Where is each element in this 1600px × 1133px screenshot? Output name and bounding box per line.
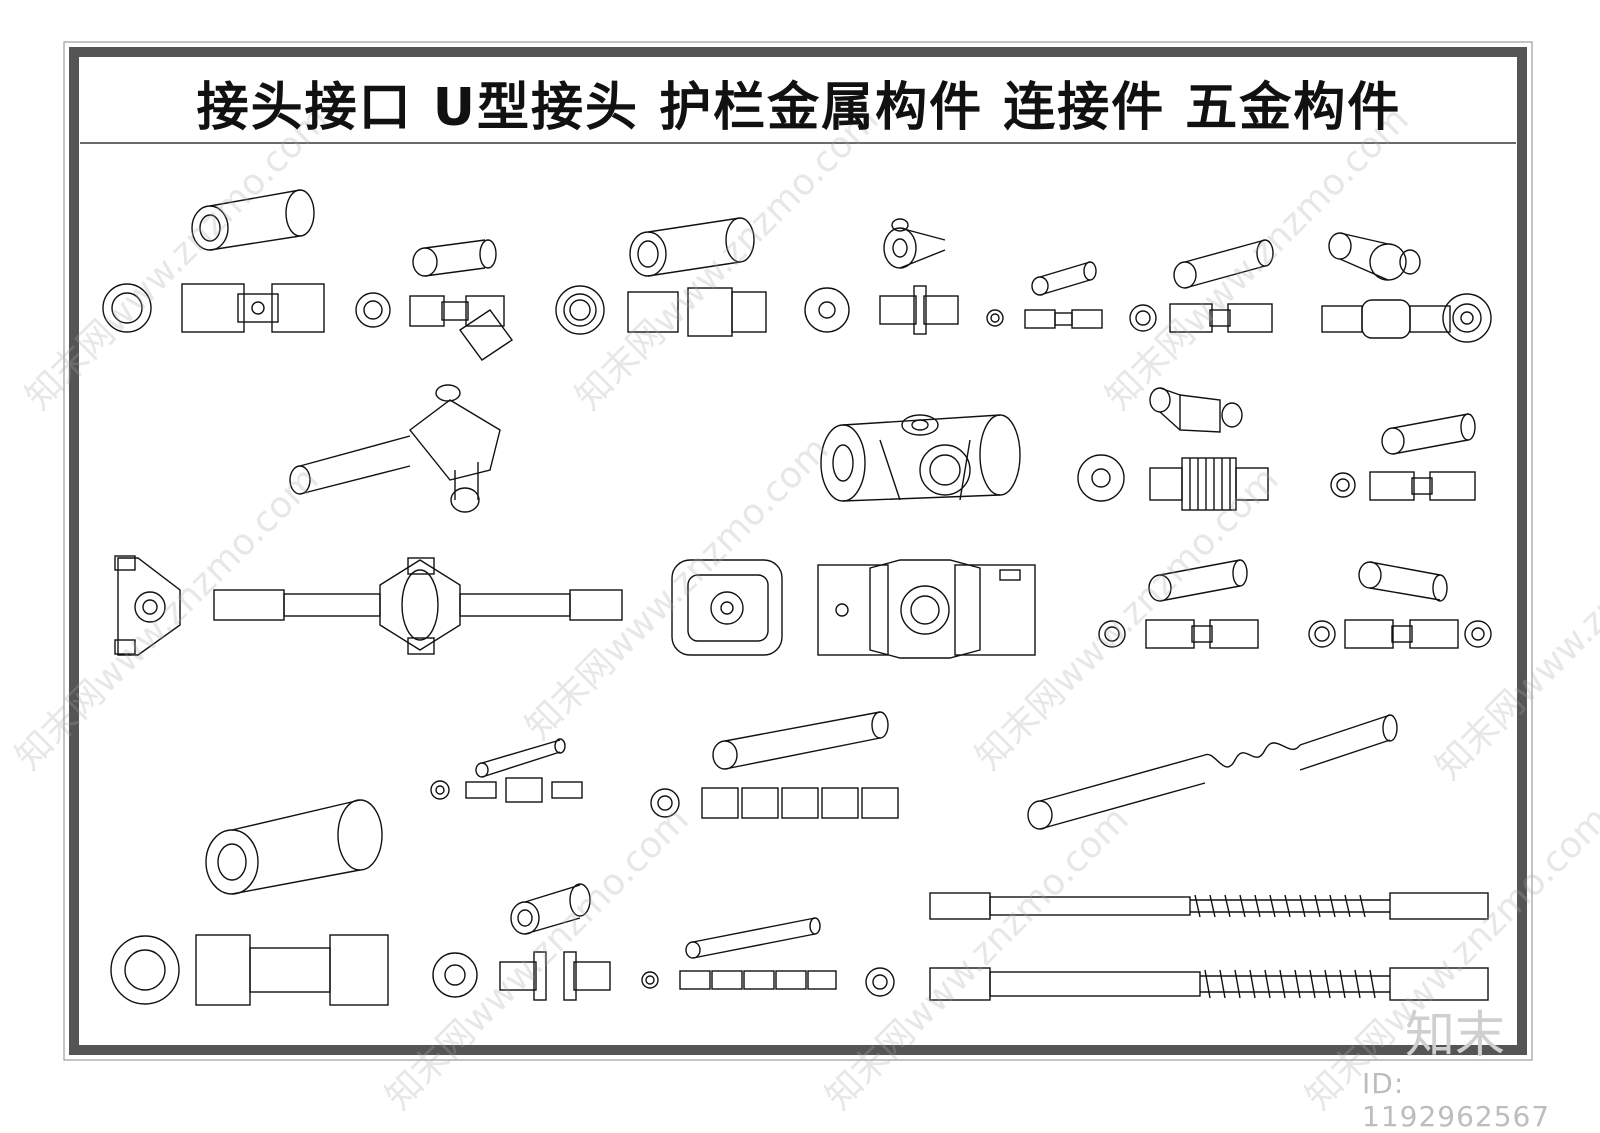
square-block-front [671,559,783,656]
cross-coupling-11 [432,883,611,1001]
coupling-5 [986,261,1103,329]
coupling-6 [1129,239,1274,333]
coupling-10 [1308,561,1492,649]
coupling-1 [102,189,325,333]
double-coupling-small [430,738,583,803]
cross-coupling-4 [804,218,959,335]
outer-frame [63,41,1533,1061]
telescopic-shaft-2 [929,967,1489,1001]
spring-telescopic-shaft [1027,714,1398,830]
multi-joint-chain-1 [650,711,899,819]
id-label: ID: 1192962567 [1362,1067,1551,1133]
coupling-7 [1321,232,1492,343]
heavy-cross-joint [820,414,1021,502]
flange-side-view [114,555,181,656]
page-title: 接头接口 U型接头 护栏金属构件 连接件 五金构件 [196,78,1402,138]
threaded-coupling [1077,387,1269,511]
coupling-3 [555,217,767,337]
coupling-9 [1098,559,1259,649]
title-bar: 接头接口 U型接头 护栏金属构件 连接件 五金构件 [84,60,1514,145]
inner-frame [69,47,1527,1055]
drive-shaft-joint [289,384,501,513]
block-coupling-side [817,559,1036,659]
large-coupling [110,799,389,1006]
long-axle [213,557,623,655]
multi-joint-chain-2 [641,917,895,997]
coupling-8 [1330,413,1476,501]
brand-logo: 知末 [1405,1006,1505,1064]
coupling-2 [355,239,513,361]
telescopic-shaft-1 [929,892,1489,920]
